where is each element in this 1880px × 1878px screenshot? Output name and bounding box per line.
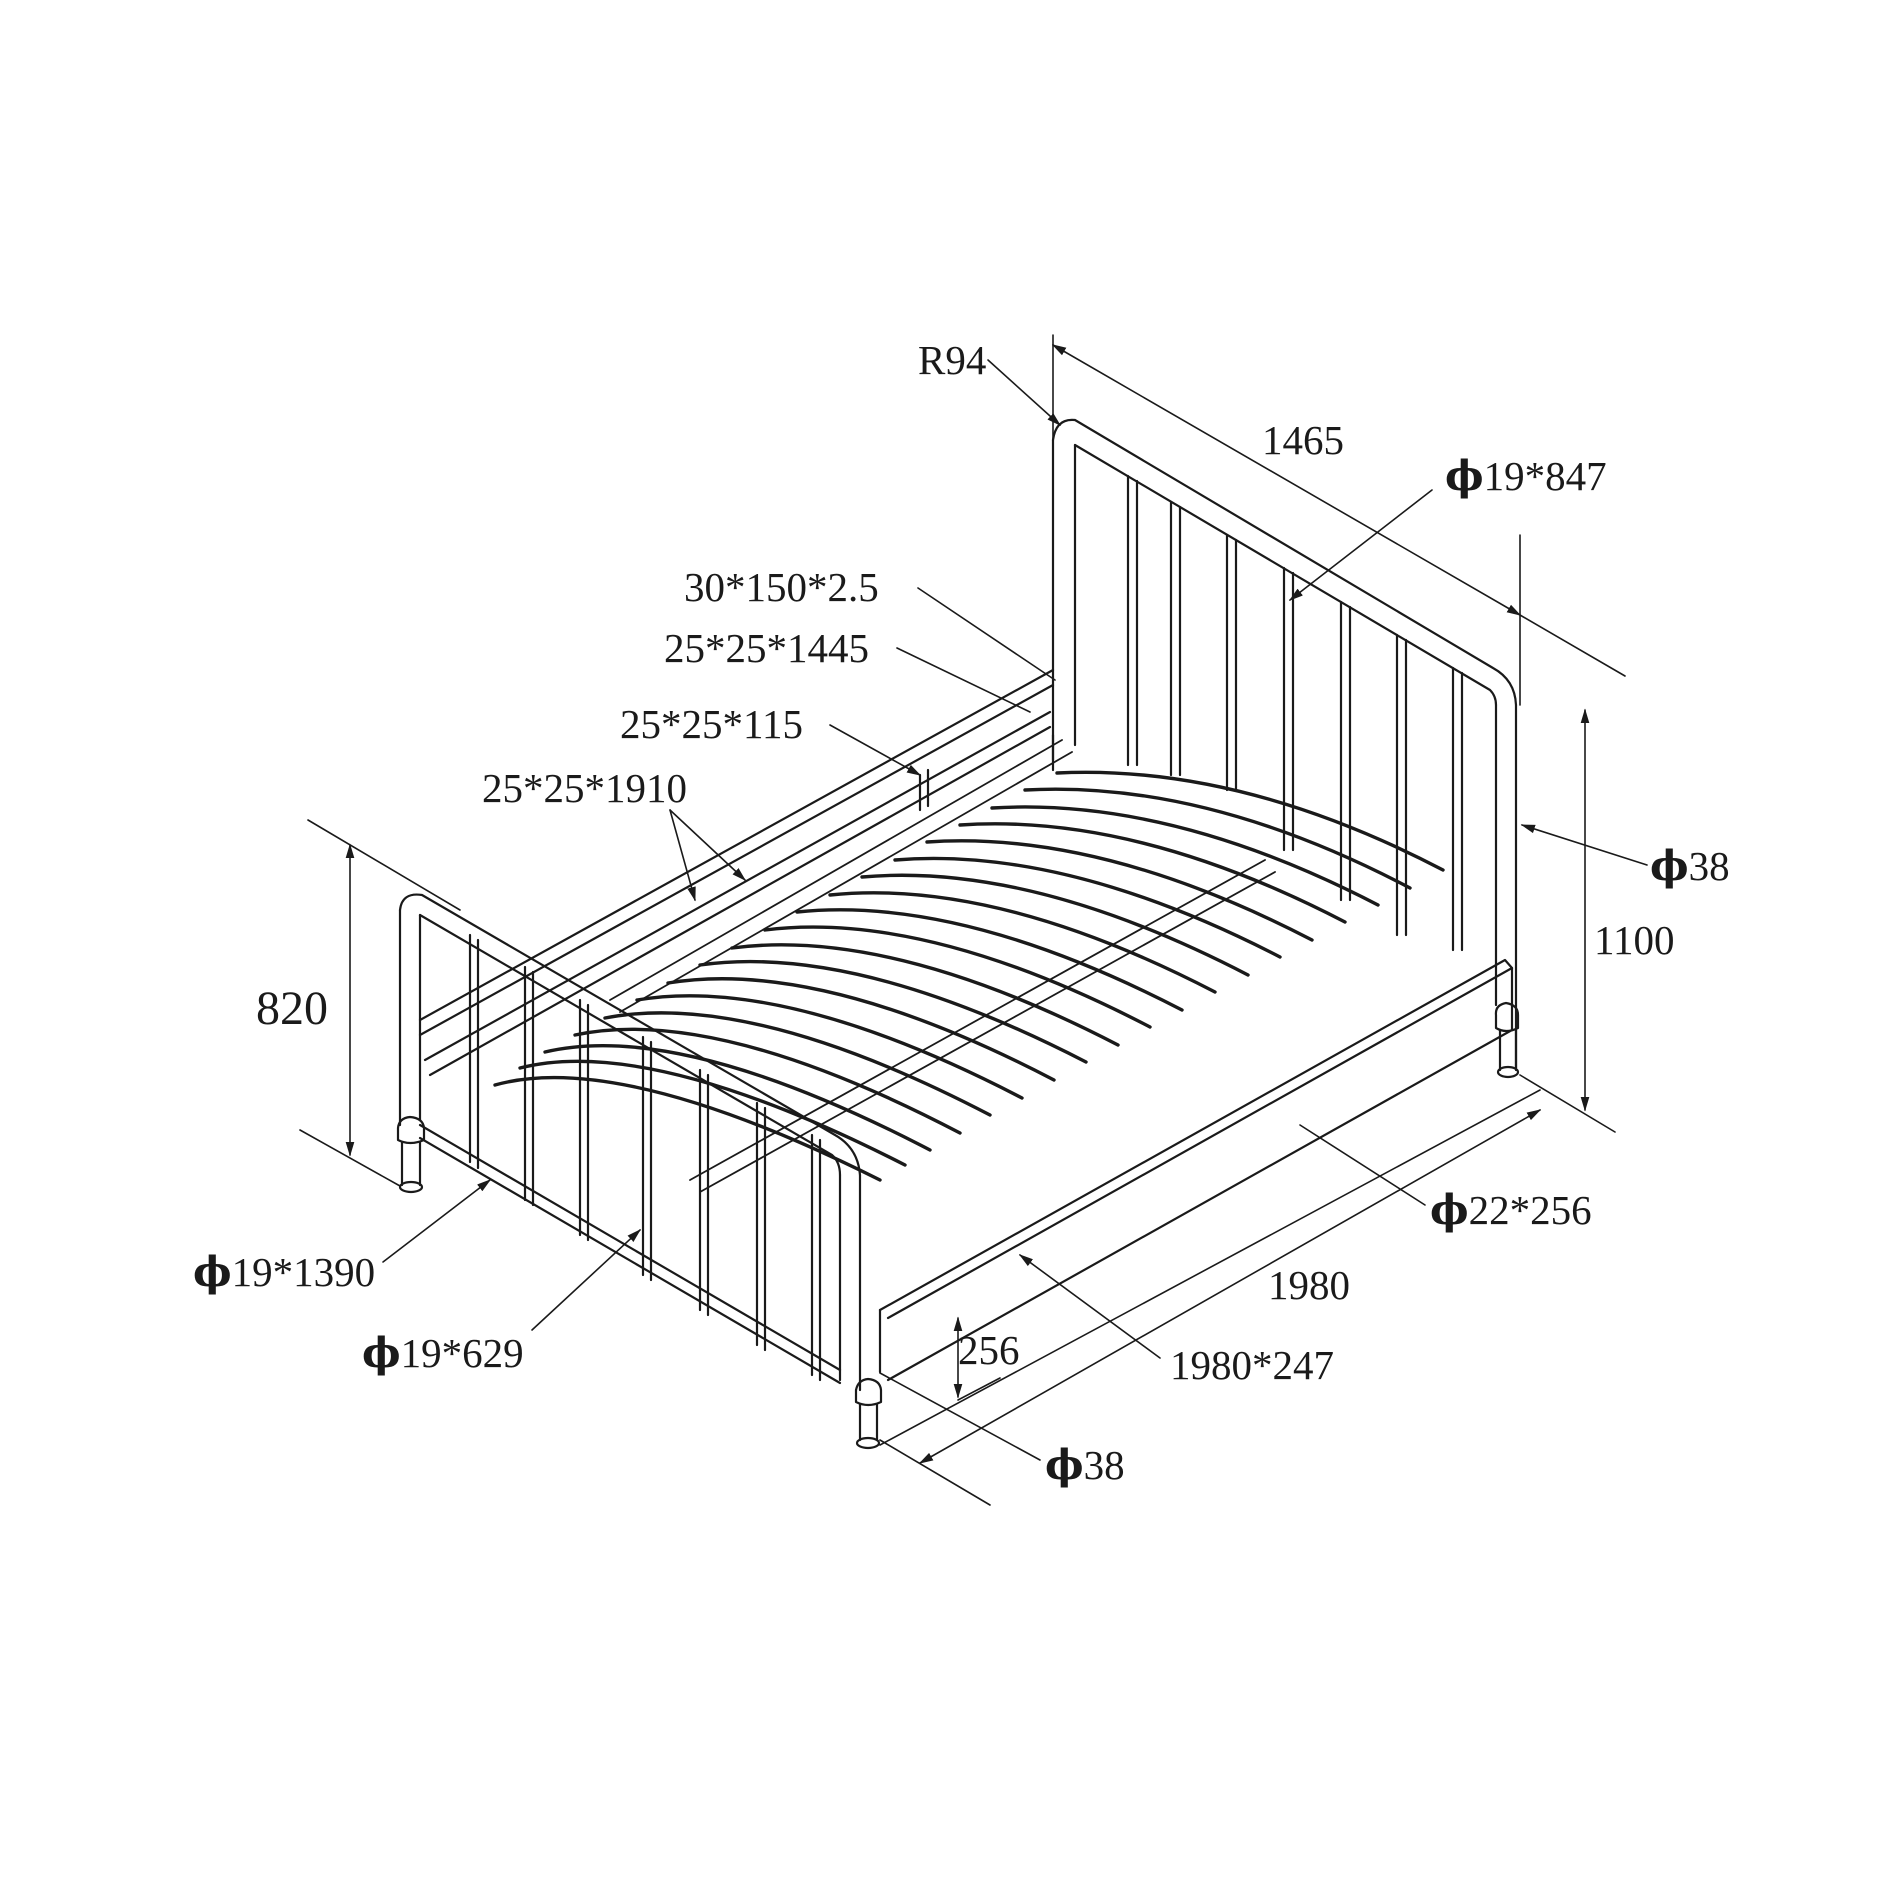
radius-label: R94 [918, 337, 987, 383]
footboard-bar-label: ϕ19*629 [362, 1329, 524, 1377]
diameter-icon: ϕ [1430, 1186, 1469, 1234]
diameter-icon: ϕ [1045, 1441, 1084, 1489]
foot-post-diameter-label: ϕ38 [1045, 1441, 1125, 1489]
bed-length-label: 1980 [1268, 1262, 1350, 1308]
cross-rail-long-label: 25*25*1445 [664, 625, 869, 671]
dimension-lines [299, 334, 1648, 1506]
footboard [396, 893, 883, 1450]
headboard-width-label: 1465 [1262, 417, 1344, 463]
footboard-height-label: 820 [256, 982, 328, 1035]
head-post-diameter-label: ϕ38 [1650, 842, 1730, 890]
footboard-rail-label: ϕ19*1390 [193, 1248, 376, 1296]
cross-post-label: 25*25*115 [620, 701, 803, 747]
slat-plate-label: 30*150*2.5 [684, 564, 879, 610]
headboard-bar-label: ϕ19*847 [1445, 452, 1607, 500]
diameter-icon: ϕ [1445, 452, 1484, 500]
diameter-icon: ϕ [362, 1329, 401, 1377]
slat-centre-spine [609, 739, 1276, 1193]
diameter-icon: ϕ [1650, 842, 1689, 890]
side-rail-inner-label: 25*25*1910 [482, 765, 687, 811]
slats [493, 770, 1445, 1182]
center-leg-label: ϕ22*256 [1430, 1186, 1592, 1234]
headboard-height-label: 1100 [1594, 917, 1675, 963]
side-panel-label: 1980*247 [1170, 1342, 1334, 1388]
leg-height-label: 256 [958, 1327, 1020, 1373]
headboard [1051, 418, 1520, 1079]
diameter-icon: ϕ [193, 1248, 232, 1296]
